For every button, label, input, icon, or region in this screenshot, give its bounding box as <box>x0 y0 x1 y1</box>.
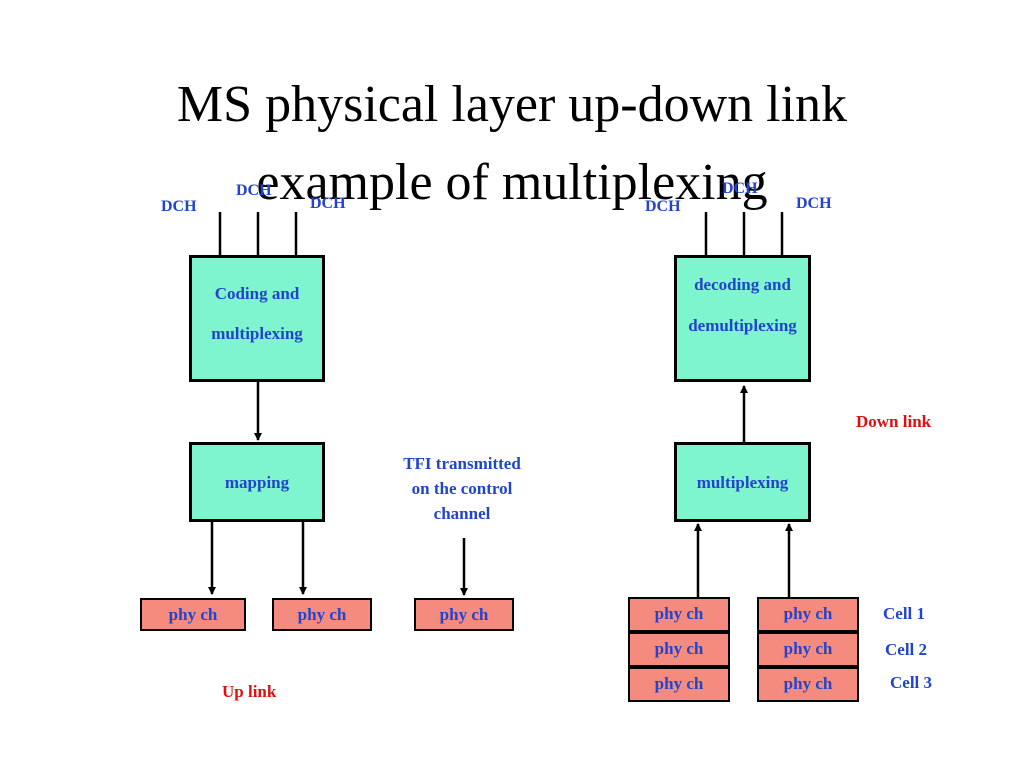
tfi-line-2: on the control <box>411 479 513 498</box>
uplink-phy-ch-1-label: phy ch <box>168 605 218 624</box>
downlink-phy-left-1-label: phy ch <box>654 604 704 623</box>
control-phy-ch: phy ch <box>414 598 514 631</box>
control-phy-ch-label: phy ch <box>439 605 489 624</box>
downlink-dch-label-3: DCH <box>796 195 832 212</box>
decoding-demultiplexing-box: decoding and demultiplexing <box>674 255 811 382</box>
tfi-text: TFI transmitted on the control channel <box>362 451 562 526</box>
decoding-box-line-1: decoding and <box>694 275 791 294</box>
cell-label-3: Cell 3 <box>890 673 933 692</box>
downlink-phy-right-1-label: phy ch <box>783 604 833 623</box>
uplink-phy-ch-2: phy ch <box>272 598 372 631</box>
downlink-phy-right-3-label: phy ch <box>783 674 833 693</box>
uplink-phy-ch-2-label: phy ch <box>297 605 347 624</box>
downlink-phy-left-1: phy ch <box>628 597 730 632</box>
downlink-phy-left-2: phy ch <box>628 632 730 667</box>
decoding-box-line-2: demultiplexing <box>688 316 797 335</box>
mapping-box-label: mapping <box>224 473 290 492</box>
downlink-phy-right-1: phy ch <box>757 597 859 632</box>
uplink-phy-ch-1: phy ch <box>140 598 246 631</box>
coding-box-line-2: multiplexing <box>211 324 303 343</box>
mapping-box: mapping <box>189 442 325 522</box>
tfi-line-1: TFI transmitted <box>403 454 521 473</box>
title-line-2: example of multiplexing <box>256 154 768 211</box>
downlink-label: Down link <box>856 412 932 431</box>
multiplexing-box: multiplexing <box>674 442 811 522</box>
downlink-phy-right-2-label: phy ch <box>783 639 833 658</box>
title-line-1: MS physical layer up-down link <box>176 76 848 133</box>
multiplexing-box-label: multiplexing <box>696 473 789 492</box>
downlink-phy-left-2-label: phy ch <box>654 639 704 658</box>
coding-box-line-1: Coding and <box>214 284 300 303</box>
downlink-phy-right-2: phy ch <box>757 632 859 667</box>
downlink-phy-left-3: phy ch <box>628 667 730 702</box>
downlink-dch-label-1: DCH <box>645 198 681 215</box>
tfi-line-3: channel <box>433 504 491 523</box>
cell-label-2: Cell 2 <box>885 640 928 659</box>
cell-label-1: Cell 1 <box>883 604 926 623</box>
page-title: MS physical layer up-down link example o… <box>0 66 1024 222</box>
coding-multiplexing-box: Coding and multiplexing <box>189 255 325 382</box>
downlink-phy-left-3-label: phy ch <box>654 674 704 693</box>
uplink-dch-label-3: DCH <box>310 195 346 212</box>
downlink-phy-right-3: phy ch <box>757 667 859 702</box>
uplink-label: Up link <box>222 682 277 701</box>
downlink-dch-label-2: DCH <box>722 180 758 197</box>
uplink-dch-label-1: DCH <box>161 198 197 215</box>
uplink-dch-label-2: DCH <box>236 182 272 199</box>
